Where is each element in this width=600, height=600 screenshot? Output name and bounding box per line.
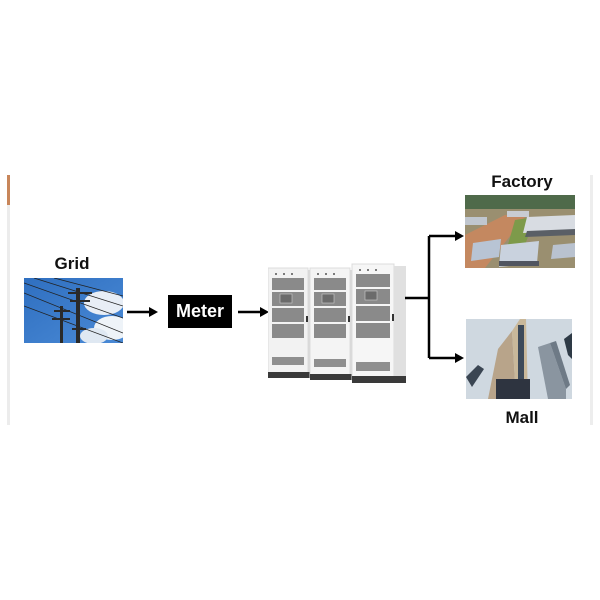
arrow-grid-to-meter xyxy=(127,305,159,319)
meter-box: Meter xyxy=(168,295,232,328)
frame-left-accent xyxy=(7,175,10,205)
cabinet-2 xyxy=(309,267,354,380)
frame-right-line xyxy=(590,175,593,425)
arrow-storage-to-loads xyxy=(405,228,465,368)
factory-photo xyxy=(465,195,575,268)
mall-label: Mall xyxy=(505,408,539,427)
arrow-meter-to-storage xyxy=(238,305,270,319)
battery-cabinets-image xyxy=(268,258,410,386)
grid-label: Grid xyxy=(54,254,90,273)
cabinet-1 xyxy=(268,267,312,378)
grid-photo xyxy=(24,278,123,343)
frame-left-line xyxy=(7,175,10,425)
factory-label: Factory xyxy=(491,172,553,191)
mall-photo xyxy=(466,319,572,399)
cabinet-3 xyxy=(351,263,406,383)
